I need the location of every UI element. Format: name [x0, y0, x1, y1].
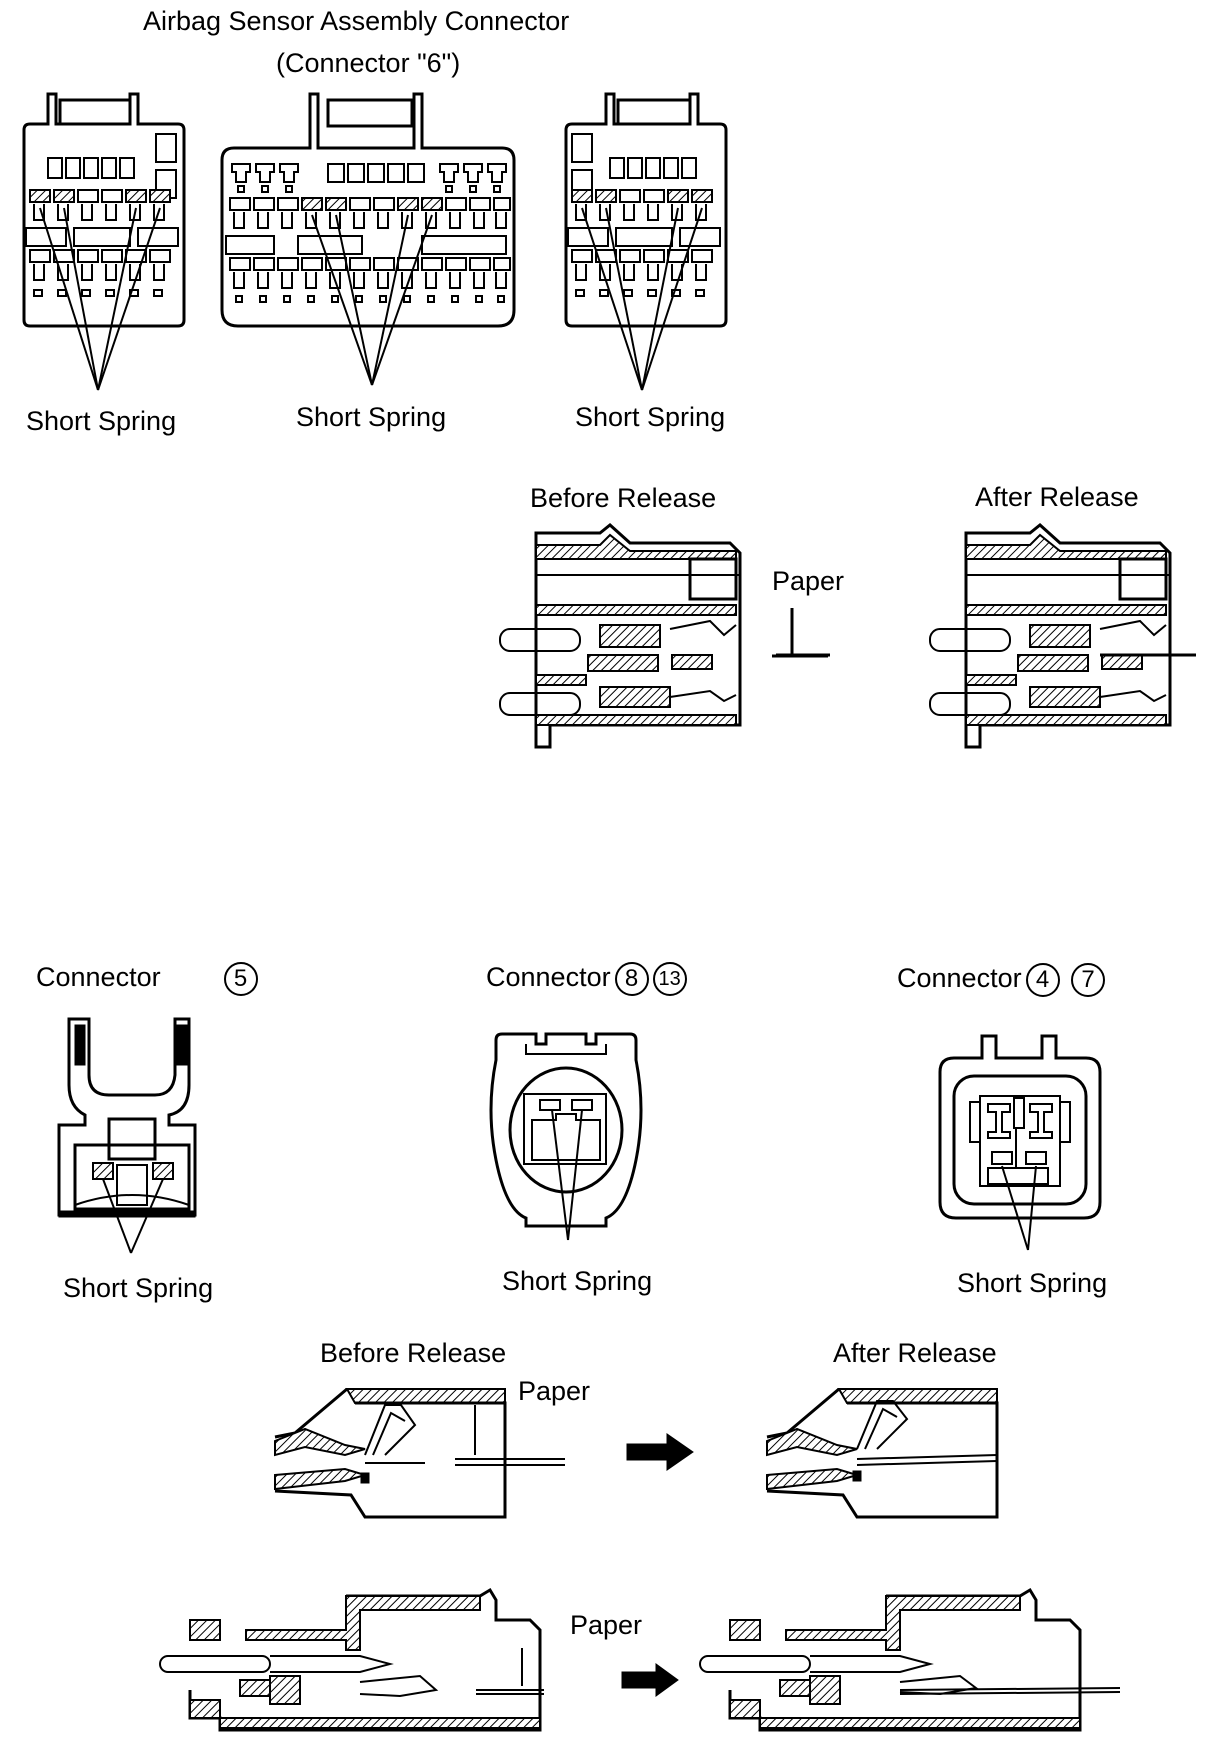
before-release-cross-section	[499, 523, 830, 749]
connector-label-text: Connector	[36, 962, 161, 993]
connector-number-5: 5	[223, 962, 258, 996]
short-spring-label: Short Spring	[957, 1268, 1108, 1298]
paper-label: Paper	[772, 566, 845, 596]
short-spring-label: Short Spring	[26, 406, 177, 436]
short-spring-label: Short Spring	[502, 1266, 653, 1296]
arrow-right-icon	[626, 1433, 694, 1471]
after-release-cross-section	[929, 523, 1196, 749]
upper-after-release-section	[766, 1387, 999, 1519]
lower-after-release-section	[699, 1587, 1121, 1732]
right-short-spring-leaders	[581, 207, 703, 391]
lower-before-release-section	[159, 1587, 544, 1732]
paper-label: Paper	[518, 1376, 591, 1406]
short-spring-label: Short Spring	[575, 402, 726, 432]
upper-before-release-section	[274, 1387, 565, 1519]
connector-number-13: 13	[652, 962, 687, 996]
connector-5-drawing	[57, 1017, 197, 1254]
connector-label-text: Connector	[486, 962, 611, 993]
paper-label: Paper	[570, 1610, 643, 1640]
after-release-label: After Release	[975, 482, 1139, 512]
connector-4-7-drawing	[938, 1034, 1102, 1251]
connector-label-text: Connector	[897, 963, 1022, 994]
after-release-label: After Release	[833, 1338, 997, 1368]
before-release-label: Before Release	[530, 483, 717, 513]
connector-6-subtitle: (Connector "6")	[276, 48, 461, 78]
left-connector-face-drawing	[22, 92, 186, 328]
airbag-sensor-title: Airbag Sensor Assembly Connector	[143, 6, 570, 36]
right-connector-face-drawing	[564, 92, 728, 328]
arrow-right-icon	[621, 1663, 679, 1697]
short-spring-label: Short Spring	[296, 402, 447, 432]
paper-strip-before	[772, 608, 828, 658]
connector-5-label: Connector 5	[36, 962, 258, 996]
before-release-label: Before Release	[320, 1338, 507, 1368]
connector-number-8: 8	[614, 962, 649, 996]
connector-number-7: 7	[1071, 963, 1106, 997]
middle-connector-face-drawing	[220, 92, 516, 328]
left-short-spring-leaders	[39, 207, 161, 391]
middle-short-spring-leaders	[311, 214, 433, 386]
short-spring-label: Short Spring	[63, 1273, 214, 1303]
connector-number-4: 4	[1025, 963, 1060, 997]
connector-8-13-drawing	[489, 1032, 643, 1241]
